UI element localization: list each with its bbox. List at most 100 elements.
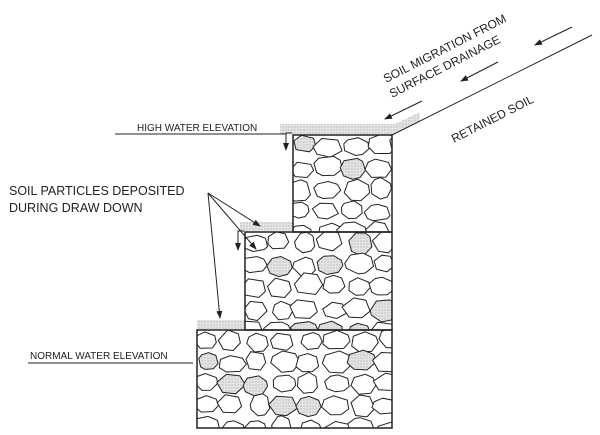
rock	[311, 202, 340, 220]
rock	[369, 299, 392, 323]
rock	[350, 394, 376, 418]
rock	[216, 373, 247, 395]
rock	[313, 180, 342, 200]
rock	[343, 178, 371, 202]
rock	[290, 321, 319, 330]
rock	[245, 278, 266, 298]
gabion-bottom-rocks	[197, 330, 392, 428]
rock	[368, 276, 392, 296]
rock	[198, 352, 219, 370]
drawdown-arrow	[235, 230, 244, 251]
rock	[336, 221, 367, 232]
rock	[245, 351, 267, 371]
rock	[398, 181, 419, 199]
rock	[296, 371, 318, 394]
rock	[197, 395, 220, 413]
rock	[322, 274, 346, 294]
rock	[245, 300, 268, 322]
rock	[246, 332, 269, 353]
rock	[395, 222, 416, 241]
rock	[270, 350, 301, 373]
rock	[350, 373, 377, 395]
rock	[245, 320, 263, 330]
rock	[378, 330, 392, 349]
rock	[372, 372, 392, 391]
rock	[217, 330, 241, 352]
rock	[293, 201, 310, 219]
high-water-label: HIGH WATER ELEVATION	[137, 123, 257, 134]
rock	[347, 417, 375, 428]
rock	[197, 372, 219, 391]
rock	[272, 374, 297, 393]
rock	[293, 135, 317, 153]
gabion-top-rocks	[293, 135, 422, 241]
rock	[271, 415, 292, 428]
rock	[339, 157, 367, 180]
rock	[373, 254, 392, 273]
rock	[377, 421, 392, 428]
rock	[293, 179, 311, 202]
rock	[351, 331, 379, 353]
retained-soil-slope-line	[391, 34, 593, 136]
rock	[317, 320, 343, 330]
rock	[324, 374, 350, 393]
rock	[321, 395, 350, 416]
rock	[266, 255, 293, 278]
rock	[249, 393, 271, 417]
rock	[267, 395, 299, 417]
rock	[272, 300, 293, 321]
rock	[315, 232, 343, 252]
migration-arrow	[460, 61, 499, 82]
rock	[245, 256, 268, 274]
rock	[263, 321, 292, 330]
migration-arrow	[534, 26, 573, 46]
rock	[269, 332, 294, 351]
soil-particles-label-line1: SOIL PARTICLES DEPOSITED	[9, 184, 185, 198]
rock	[348, 277, 371, 296]
rock	[300, 419, 322, 428]
rock	[216, 394, 243, 414]
rock	[365, 220, 390, 232]
rock	[267, 232, 290, 250]
rock	[295, 395, 322, 418]
rock	[218, 355, 248, 373]
rock	[197, 331, 217, 349]
rock	[266, 277, 292, 299]
gabion-basket-top	[292, 134, 393, 233]
rock	[322, 330, 351, 350]
drawdown-arrow	[283, 132, 292, 151]
sediment-deposits	[197, 112, 420, 329]
rock	[346, 349, 377, 371]
rock	[371, 351, 392, 373]
rock	[289, 299, 318, 319]
rock	[349, 322, 370, 330]
rock	[321, 350, 353, 374]
rock	[322, 301, 347, 320]
rock	[363, 203, 391, 222]
rock	[313, 155, 343, 177]
gabion-middle-rocks	[245, 232, 392, 330]
rock	[293, 161, 315, 179]
soil-particles-label-line2: DURING DRAW DOWN	[9, 201, 143, 215]
rock	[316, 255, 344, 275]
soil-particles-leaders	[207, 192, 261, 319]
normal-water-label: NORMAL WATER ELEVATION	[30, 351, 168, 362]
rock	[396, 200, 422, 216]
rock	[221, 420, 245, 428]
rock	[371, 232, 392, 254]
rock	[389, 137, 392, 151]
rock	[341, 297, 371, 319]
rock	[294, 232, 316, 254]
rock	[300, 331, 323, 351]
rock	[343, 137, 370, 157]
rock	[364, 158, 392, 178]
rock	[293, 224, 312, 232]
migration-arrow	[384, 100, 423, 120]
rock	[344, 252, 375, 275]
rock	[295, 352, 320, 373]
rock	[340, 200, 363, 220]
rock	[370, 321, 392, 330]
rock	[197, 415, 220, 428]
